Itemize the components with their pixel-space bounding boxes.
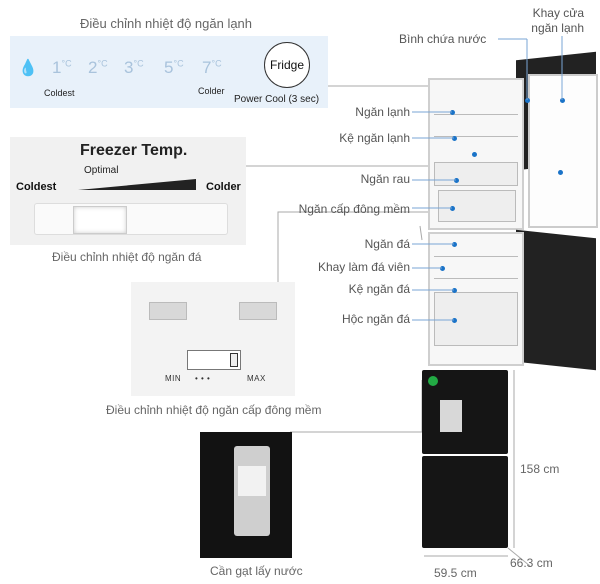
- fridge-shelf-line: [434, 114, 518, 115]
- soft-freeze-button-left[interactable]: [149, 302, 187, 320]
- coldest-label: Coldest: [44, 88, 75, 98]
- temp-gradient-wedge: [78, 179, 196, 190]
- fridge-button-label: Fridge: [269, 58, 304, 72]
- freezer-colder-label: Colder: [206, 181, 241, 193]
- callout-dot: [454, 178, 459, 183]
- temp-option-7[interactable]: 7°C: [202, 58, 222, 78]
- temp-option-2[interactable]: 2°C: [88, 58, 108, 78]
- freezer-temp-caption: Điều chỉnh nhiệt độ ngăn đá: [52, 250, 202, 264]
- tick-marks: • • •: [195, 374, 211, 383]
- callout-dot: [558, 170, 563, 175]
- temp-option-5[interactable]: 5°C: [164, 58, 184, 78]
- dispenser-nozzle: [238, 466, 266, 496]
- fridge-button[interactable]: Fridge: [264, 42, 310, 88]
- open-fridge-illustration: [420, 51, 600, 371]
- dispenser-caption: Cần gạt lấy nước: [210, 564, 303, 578]
- temp-unit: °C: [211, 58, 222, 69]
- label-door-shelf: Khay cửa ngăn lạnh: [531, 6, 584, 35]
- freezer-shelf-line: [434, 278, 518, 279]
- connector-line: [277, 211, 430, 282]
- soft-slider-knob[interactable]: [230, 353, 238, 367]
- freezer-temp-panel: Freezer Temp. Optimal Coldest Colder: [10, 137, 246, 245]
- fridge-shelf-line: [434, 136, 518, 137]
- callout-dot: [440, 266, 445, 271]
- label-freezer-shelf: Kệ ngăn đá: [348, 282, 410, 296]
- crisper-drawer: [434, 162, 518, 186]
- callout-dot: [525, 98, 530, 103]
- power-cool-label: Power Cool (3 sec): [234, 94, 320, 105]
- temp-unit: °C: [133, 58, 144, 69]
- optimal-label: Optimal: [84, 165, 119, 176]
- label-freezer: Ngăn đá: [364, 237, 410, 251]
- water-dispenser: [440, 400, 462, 432]
- callout-dot: [452, 318, 457, 323]
- temp-value: 5: [164, 58, 174, 77]
- width-dimension: 59.5 cm: [434, 566, 477, 580]
- callout-dot: [450, 110, 455, 115]
- freezer-slider-knob[interactable]: [73, 206, 127, 234]
- temp-option-1[interactable]: 1°C: [52, 58, 72, 78]
- connector-line: [419, 225, 423, 241]
- label-crisper: Ngăn rau: [360, 172, 410, 186]
- soft-freeze-panel: MIN • • • MAX: [131, 282, 295, 396]
- fridge-temp-caption: Điều chỉnh nhiệt độ ngăn lạnh: [80, 16, 253, 31]
- callout-dot: [472, 152, 477, 157]
- temp-value: 1: [52, 58, 62, 77]
- fridge-temp-panel: 💧 1°C 2°C 3°C 5°C 7°C Coldest Colder Fri…: [10, 36, 328, 108]
- closed-fridge-image: [422, 370, 508, 548]
- energy-label-icon: [428, 376, 438, 386]
- callout-dot: [452, 136, 457, 141]
- depth-dimension: 66.3 cm: [510, 556, 553, 570]
- temp-value: 2: [88, 58, 98, 77]
- freezer-shelf-line: [434, 256, 518, 257]
- water-drop-icon: 💧: [18, 60, 38, 77]
- temp-value: 7: [202, 58, 212, 77]
- freezer-temp-slider[interactable]: [34, 203, 228, 235]
- max-label: MAX: [247, 374, 266, 383]
- label-water-tank: Bình chứa nước: [399, 32, 487, 46]
- label-fridge-shelf: Kệ ngăn lạnh: [339, 131, 410, 145]
- callout-dot: [450, 206, 455, 211]
- temp-unit: °C: [97, 58, 108, 69]
- label-ice-tray: Khay làm đá viên: [317, 260, 410, 274]
- temp-option-3[interactable]: 3°C: [124, 58, 144, 78]
- callout-dot: [452, 288, 457, 293]
- colder-label: Colder: [198, 86, 225, 96]
- min-label: MIN: [165, 374, 182, 383]
- callout-dot: [560, 98, 565, 103]
- depth-line: [507, 547, 531, 567]
- temp-unit: °C: [173, 58, 184, 69]
- freezer-drawer: [434, 292, 518, 346]
- height-dimension: 158 cm: [520, 462, 560, 476]
- label-soft-freeze: Ngăn cấp đông mềm: [298, 202, 410, 216]
- soft-freeze-caption: Điều chỉnh nhiệt độ ngăn cấp đông mềm: [106, 403, 322, 417]
- dispenser-photo: [200, 432, 292, 558]
- temp-value: 3: [124, 58, 134, 77]
- soft-freeze-button-right[interactable]: [239, 302, 277, 320]
- soft-freeze-slider[interactable]: [187, 350, 241, 370]
- freezer-coldest-label: Coldest: [16, 181, 57, 193]
- fridge-lower-door: [422, 456, 508, 548]
- fridge-door-inner: [528, 74, 598, 228]
- temp-unit: °C: [61, 58, 72, 69]
- freezer-temp-title: Freezer Temp.: [80, 142, 188, 159]
- callout-dot: [452, 242, 457, 247]
- label-freezer-drawer: Hộc ngăn đá: [341, 312, 410, 326]
- label-fridge-compartment: Ngăn lạnh: [355, 105, 410, 119]
